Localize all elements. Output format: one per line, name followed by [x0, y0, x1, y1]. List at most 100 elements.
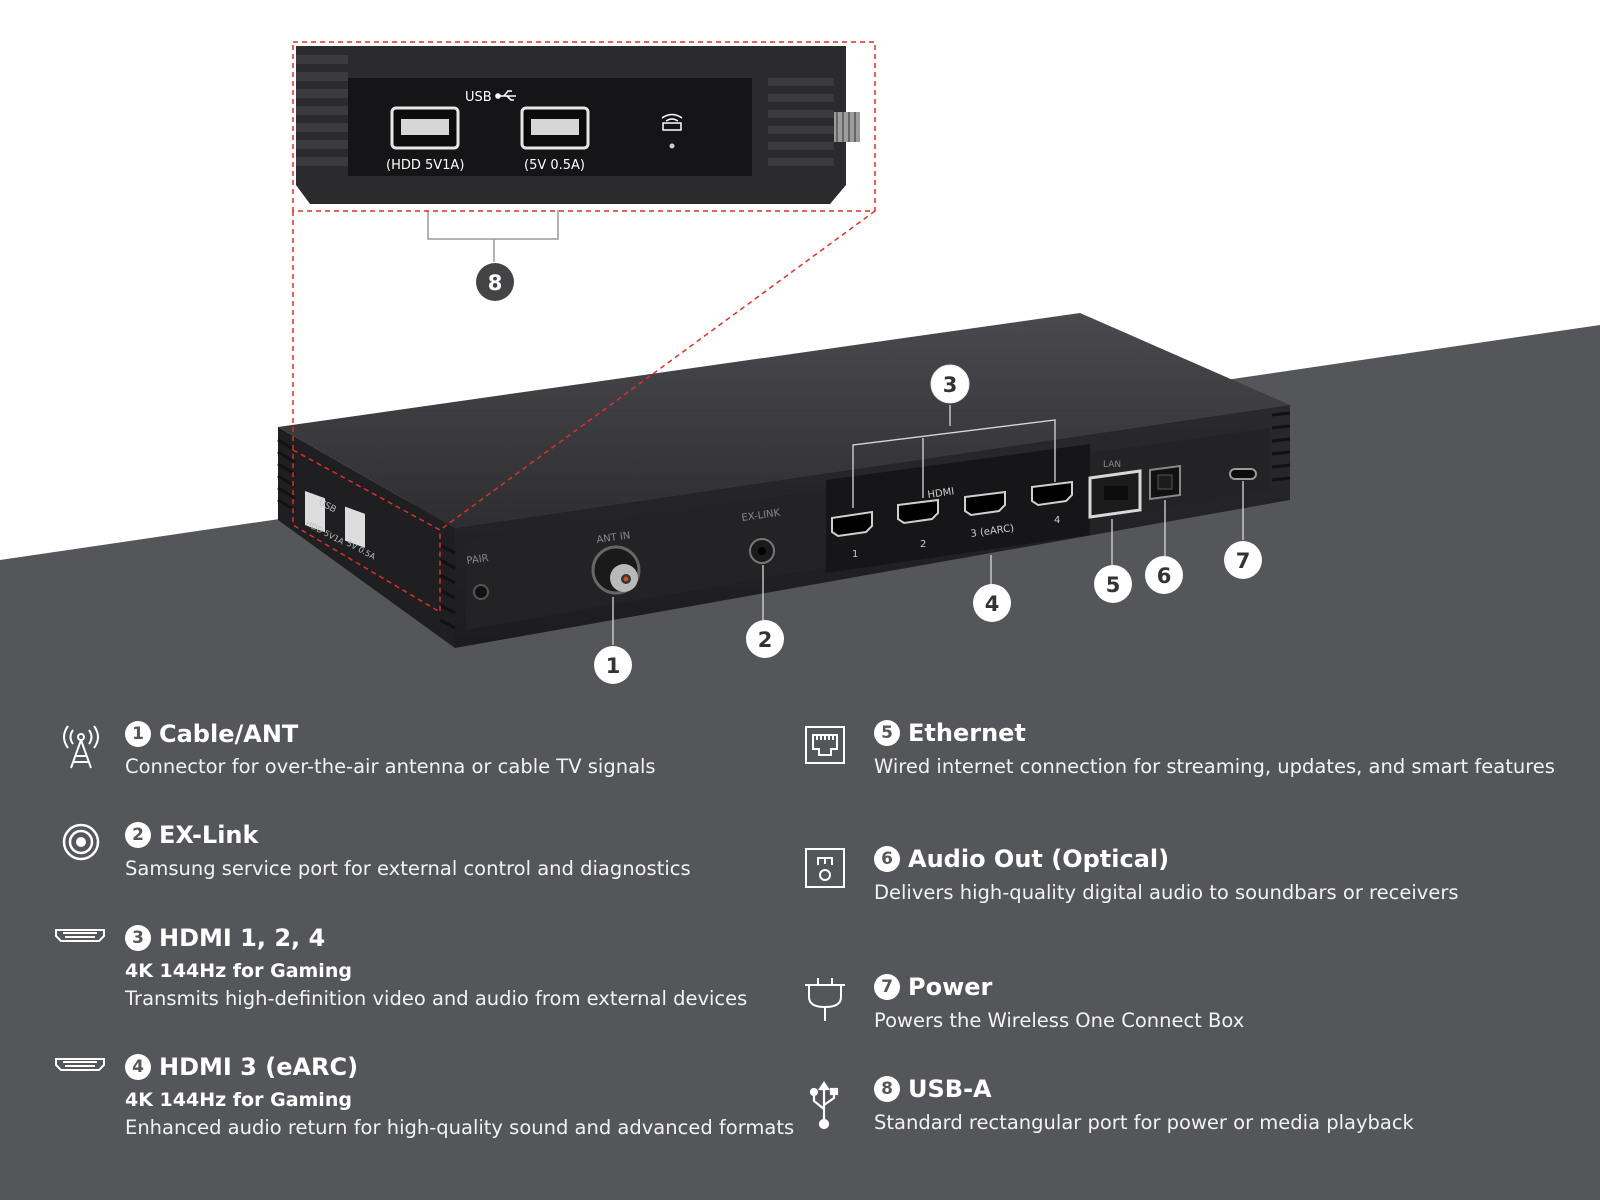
callout-8-label: 8	[488, 271, 503, 295]
feature-description: Wired internet connection for streaming,…	[874, 755, 1555, 778]
callout-badge-3: 3	[930, 364, 970, 404]
feature-number: 1	[125, 721, 151, 747]
feature-title: EX-Link	[159, 821, 259, 849]
optical-audio-icon	[805, 848, 845, 888]
zoom-outline	[292, 41, 876, 614]
callout-6-label: 6	[1157, 564, 1172, 588]
callout-badge-2: 2	[746, 620, 784, 658]
feature-number: 2	[125, 822, 151, 848]
callout-2-label: 2	[758, 628, 773, 652]
ex-link-label: EX-LINK	[741, 508, 781, 524]
feature-description: Transmits high-definition video and audi…	[125, 987, 748, 1010]
feature-cable-ant: 1 Cable/ANT Connector for over-the-air a…	[55, 720, 775, 790]
feature-description: Delivers high-quality digital audio to s…	[874, 881, 1459, 904]
callout-badge-8: 8	[476, 263, 514, 301]
feature-head: 1 Cable/ANT	[125, 720, 298, 748]
usb-symbol-icon	[495, 90, 516, 101]
power-plug-icon	[805, 978, 845, 1021]
feature-subtitle: 4K 144Hz for Gaming	[125, 1089, 352, 1111]
wireless-status-icon	[661, 113, 683, 149]
optical-port	[1149, 464, 1181, 501]
side-usb-ports	[305, 491, 365, 548]
usb2-spec-label: (5V 0.5A)	[524, 158, 585, 173]
feature-title: USB-A	[908, 1075, 992, 1103]
power-port	[1229, 468, 1257, 480]
feature-description: Samsung service port for external contro…	[125, 857, 691, 880]
feature-number: 3	[125, 925, 151, 951]
callout-4-label: 4	[985, 592, 1000, 616]
inset-vents	[296, 55, 834, 166]
device-top	[278, 313, 1290, 528]
feature-number: 7	[874, 974, 900, 1000]
feature-description: Standard rectangular port for power or m…	[874, 1111, 1414, 1134]
feature-title: Ethernet	[908, 719, 1026, 747]
feature-hdmi-3-earc: 4 HDMI 3 (eARC) 4K 144Hz for Gaming Enha…	[55, 1053, 794, 1143]
feature-subtitle: 4K 144Hz for Gaming	[125, 960, 352, 982]
callout-badge-4: 4	[973, 584, 1011, 622]
feature-title: HDMI 3 (eARC)	[159, 1053, 359, 1081]
hdmi-port-1-label: 1	[852, 549, 858, 560]
usb1-spec-label: (HDD 5V1A)	[386, 158, 464, 173]
antenna-icon	[63, 725, 99, 769]
right-vents	[1271, 411, 1291, 482]
inset-usb-label: USB	[465, 90, 492, 105]
feature-number: 8	[874, 1076, 900, 1102]
zoom-inset: USB (HDD 5V1A) (5V 0.5A)	[296, 46, 860, 262]
callout-badge-7: 7	[1224, 541, 1262, 579]
hdmi-port-2-label: 2	[920, 539, 926, 550]
device-left-side	[278, 427, 455, 648]
feature-description: Enhanced audio return for high-quality s…	[125, 1116, 795, 1139]
pair-label: PAIR	[466, 553, 489, 567]
callout-3-label: 3	[943, 373, 958, 397]
inset-coax-stub	[834, 112, 860, 142]
lan-label: LAN	[1103, 460, 1121, 470]
feature-ethernet: 5 Ethernet Wired internet connection for…	[804, 719, 1564, 789]
feature-usb-a: 8 USB-A Standard rectangular port for po…	[804, 1075, 1564, 1145]
callout-badge-5: 5	[1094, 565, 1132, 603]
feature-title: Power	[908, 973, 993, 1001]
feature-head: 4 HDMI 3 (eARC)	[125, 1053, 358, 1081]
one-connect-box: USB HDD 5V1A 5V 0.5A PAIR ANT IN EX-LINK…	[277, 313, 1291, 648]
callout-leaders	[612, 405, 1244, 645]
callout-badge-6: 6	[1145, 556, 1183, 594]
feature-title: HDMI 1, 2, 4	[159, 924, 326, 952]
feature-head: 8 USB-A	[874, 1075, 992, 1103]
callout-5-label: 5	[1106, 573, 1121, 597]
inset-usb-port-2	[520, 106, 590, 150]
coax-connector	[591, 545, 641, 595]
feature-title: Audio Out (Optical)	[908, 845, 1170, 873]
inset-usb-port-1	[390, 106, 460, 150]
feature-number: 5	[874, 720, 900, 746]
callout-badge-1: 1	[594, 646, 632, 684]
feature-power: 7 Power Powers the Wireless One Connect …	[804, 973, 1564, 1043]
feature-head: 3 HDMI 1, 2, 4	[125, 924, 325, 952]
feature-title: Cable/ANT	[159, 720, 299, 748]
callout-badges: 8 3 1 2 4 5 6 7	[476, 263, 1262, 684]
pair-button[interactable]	[473, 584, 489, 600]
hdmi-label: HDMI	[927, 486, 955, 501]
ant-in-label: ANT IN	[596, 530, 631, 546]
ex-link-icon	[62, 823, 100, 861]
hdmi-bay	[826, 444, 1090, 573]
feature-number: 6	[874, 846, 900, 872]
feature-head: 5 Ethernet	[874, 719, 1026, 747]
callout-1-label: 1	[606, 654, 621, 678]
feature-description: Powers the Wireless One Connect Box	[874, 1009, 1245, 1032]
hdmi-port-4-label: 4	[1054, 515, 1060, 526]
ethernet-icon	[805, 726, 845, 764]
feature-hdmi-1-2-4: 3 HDMI 1, 2, 4 4K 144Hz for Gaming Trans…	[55, 924, 785, 1014]
feature-audio-out-optical: 6 Audio Out (Optical) Delivers high-qual…	[804, 845, 1564, 915]
feature-ex-link: 2 EX-Link Samsung service port for exter…	[55, 821, 775, 891]
left-vents	[277, 438, 456, 630]
usb-icon	[809, 1081, 839, 1130]
hdmi-icon	[55, 929, 105, 942]
feature-head: 6 Audio Out (Optical)	[874, 845, 1169, 873]
feature-head: 7 Power	[874, 973, 992, 1001]
feature-description: Connector for over-the-air antenna or ca…	[125, 755, 656, 778]
hdmi-ports	[831, 480, 1073, 538]
hdmi-icon	[55, 1058, 105, 1071]
inset-bracket	[427, 210, 559, 262]
feature-head: 2 EX-Link	[125, 821, 258, 849]
